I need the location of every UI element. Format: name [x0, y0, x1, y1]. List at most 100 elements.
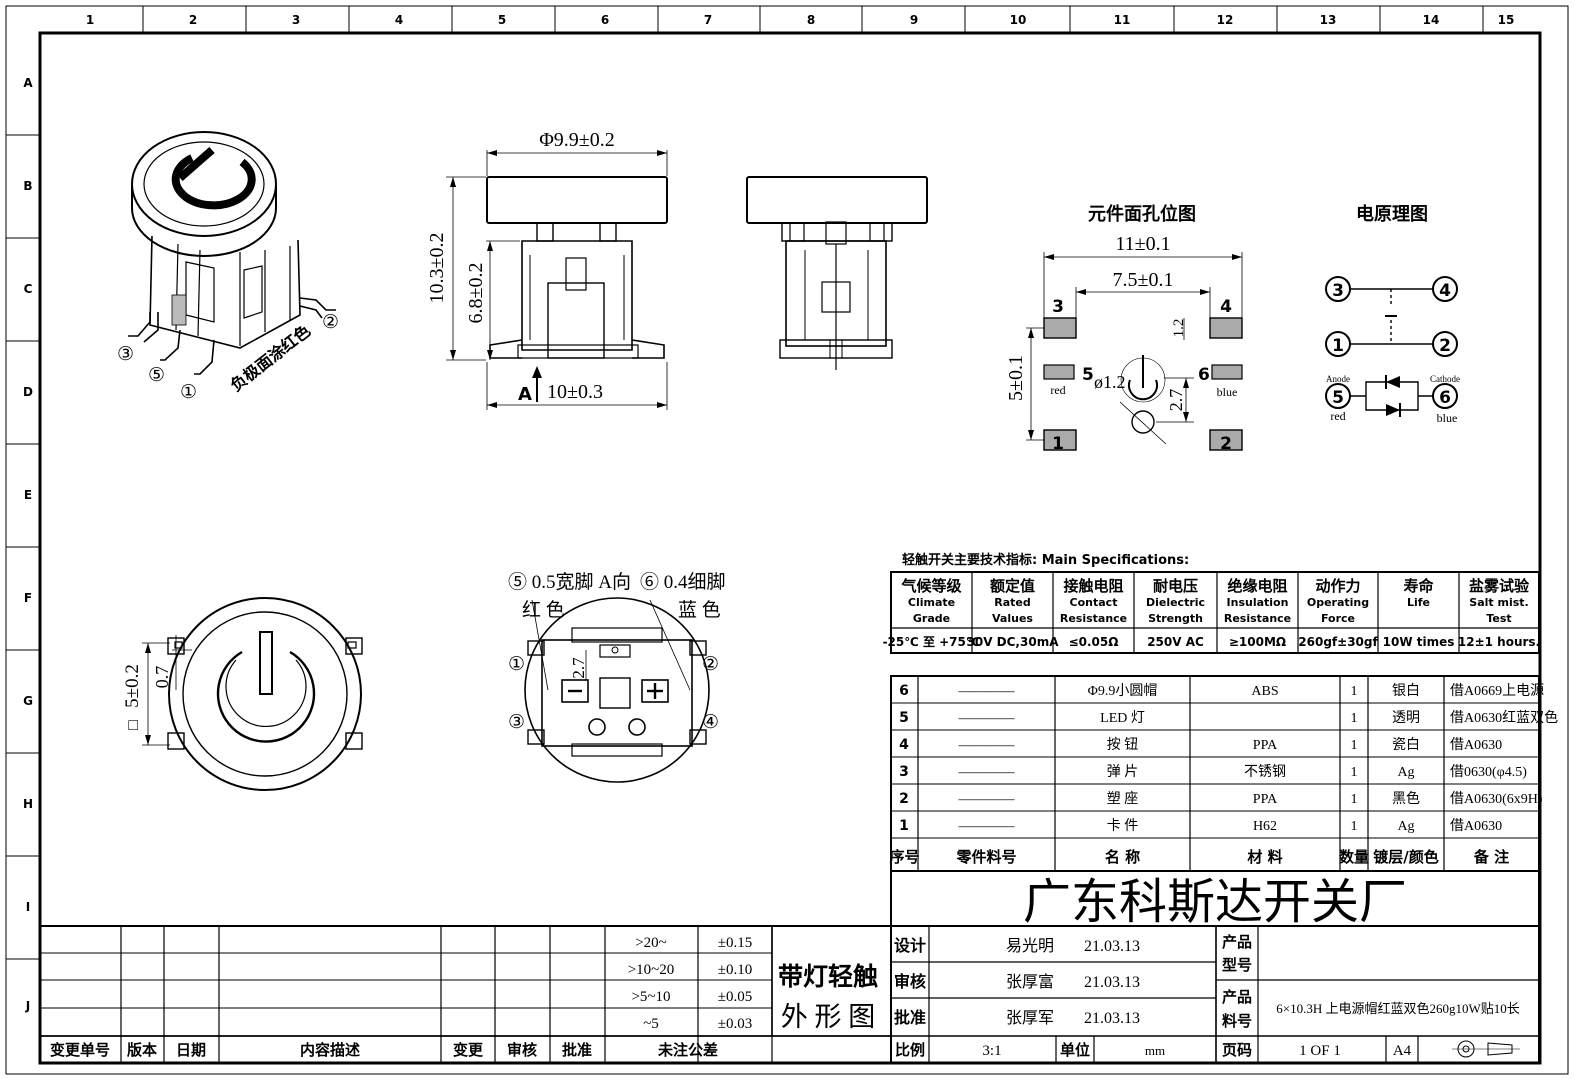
tol-value-0: ±0.15 — [718, 935, 752, 951]
dim-2-7: 2.7 — [1166, 389, 1186, 412]
grid-row-I: I — [26, 900, 30, 914]
dim-1-2: 1.2 — [1171, 319, 1187, 338]
circuit-blue: blue — [1437, 411, 1458, 425]
tolerance-heading: 未注公差 — [657, 1041, 718, 1059]
check-label: 审核 — [894, 972, 926, 991]
spec-table: 轻触开关主要技术指标: Main Specifications: 气候等级Cli… — [883, 552, 1540, 654]
dim-cap-diameter: Φ9.9±0.2 — [539, 129, 615, 151]
circuit-node-6: 6 — [1439, 388, 1451, 408]
grid-row-C: C — [24, 282, 33, 296]
grid-col-11: 11 — [1114, 13, 1131, 27]
part-header-2: 名 称 — [1105, 848, 1140, 866]
part-cell-3-3: 不锈钢 — [1244, 764, 1286, 780]
part-cell-4-5: 黑色 — [1392, 790, 1420, 807]
scale-label: 比例 — [895, 1041, 925, 1059]
page-value: 1 OF 1 — [1299, 1043, 1341, 1059]
spec-en1-7: Salt mist. — [1469, 596, 1528, 609]
spec-val-7: 12±1 hours. — [1458, 635, 1540, 649]
dim-top-5: 5±0.2 — [122, 664, 143, 708]
part-cell-2-5: 瓷白 — [1392, 737, 1420, 753]
spec-val-3: 250V AC — [1147, 635, 1204, 649]
part-header-3: 材 料 — [1247, 848, 1282, 866]
spec-en2-0: Grade — [913, 612, 950, 625]
hole-blue: blue — [1217, 385, 1238, 399]
check-name: 张厚富 — [1006, 973, 1054, 991]
dim-top-square: □ — [125, 720, 142, 730]
grid-col-6: 6 — [601, 13, 609, 27]
led-diode-icon-2 — [1386, 404, 1400, 416]
spec-cn-1: 额定值 — [990, 577, 1035, 595]
hole-pin-1: 1 — [1052, 434, 1064, 454]
circuit-red: red — [1330, 409, 1345, 423]
grid-col-5: 5 — [498, 13, 506, 27]
grid-row-F: F — [24, 591, 32, 605]
part-cell-3-4: 1 — [1351, 765, 1358, 780]
part-header-6: 备 注 — [1473, 848, 1509, 866]
led-diode-icon — [1386, 376, 1400, 388]
spec-val-0: -25℃ 至 +75℃ — [883, 635, 981, 649]
spec-cn-5: 动作力 — [1315, 577, 1360, 595]
part-cell-0-4: 1 — [1351, 684, 1358, 699]
hole-pattern-title: 元件面孔位图 — [1088, 203, 1196, 225]
grid-row-A: A — [23, 76, 33, 90]
part-cell-5-6: 借A0630 — [1450, 818, 1502, 834]
dim-diameter-1-2: ø1.2 — [1094, 372, 1126, 392]
part-cell-5-5: Ag — [1397, 819, 1414, 834]
cathode-label: Cathode — [1430, 374, 1460, 384]
bottom-view: 2.7 ⑤ 0.5宽脚 A向 ⑥ 0.4细脚 红 色 蓝 色 ① ② ③ ④ — [508, 571, 726, 783]
top-power-icon — [216, 650, 316, 743]
part-cell-4-2: 塑 座 — [1107, 791, 1139, 807]
revision-grid: 变更单号版本日期内容描述变更审核批准未注公差>20~±0.15>10~20±0.… — [40, 926, 773, 1063]
part-cell-2-0: 4 — [899, 737, 909, 753]
grid-col-14: 14 — [1423, 13, 1440, 27]
spec-cn-6: 寿命 — [1403, 577, 1434, 595]
projection-symbol-icon — [1452, 1040, 1520, 1058]
tol-range-2: >5~10 — [631, 989, 670, 1005]
rev-header-4: 变更 — [453, 1041, 484, 1059]
part-cell-5-0: 1 — [899, 818, 909, 834]
spec-cn-4: 绝缘电阻 — [1227, 577, 1287, 595]
circuit-node-3: 3 — [1332, 281, 1344, 301]
iso-pin-2: ② — [322, 312, 339, 333]
part-cell-5-4: 1 — [1351, 819, 1358, 834]
bottom-label-6: ⑥ 0.4细脚 — [640, 571, 726, 593]
part-cell-5-2: 卡 件 — [1107, 818, 1139, 834]
part-cell-3-2: 弹 片 — [1107, 764, 1139, 780]
side-view — [746, 176, 928, 370]
grid-row-B: B — [23, 179, 32, 193]
part-cell-0-5: 银白 — [1392, 683, 1420, 699]
outer-frame — [5, 5, 1569, 1075]
rev-header-2: 日期 — [176, 1041, 206, 1059]
spec-en2-2: Resistance — [1060, 612, 1127, 625]
design-name: 易光明 — [1006, 937, 1054, 955]
circuit-node-2: 2 — [1439, 336, 1451, 356]
dim-7-5: 7.5±0.1 — [1113, 269, 1174, 291]
grid-row-E: E — [24, 488, 32, 502]
circuit-title: 电原理图 — [1356, 203, 1428, 225]
part-cell-4-4: 1 — [1351, 792, 1358, 807]
view-direction-arrow-icon — [532, 366, 542, 378]
tol-value-2: ±0.05 — [718, 989, 752, 1005]
circuit-node-4: 4 — [1439, 281, 1451, 301]
grid-col-15: 15 — [1498, 13, 1515, 27]
approve-name: 张厚军 — [1006, 1009, 1054, 1027]
part-header-0: 序号 — [889, 848, 919, 866]
circuit-diagram: 电原理图 3 4 1 2 5 6 Anode Cathode red blue — [1325, 203, 1460, 425]
part-header-1: 零件料号 — [955, 848, 1016, 866]
grid-row-H: H — [23, 797, 33, 811]
grid-col-9: 9 — [910, 13, 918, 27]
dim-bottom-2-7: 2.7 — [569, 657, 588, 679]
tol-range-1: >10~20 — [628, 962, 675, 978]
part-cell-5-3: H62 — [1253, 819, 1277, 834]
rev-header-0: 变更单号 — [50, 1041, 110, 1059]
iso-pin-3: ③ — [117, 344, 134, 365]
spec-val-1: 30V DC,30mA — [967, 635, 1060, 649]
grid-col-13: 13 — [1320, 13, 1337, 27]
grid-col-3: 3 — [292, 13, 300, 27]
part-cell-3-6: 借0630(φ4.5) — [1450, 764, 1527, 780]
approve-label: 批准 — [894, 1008, 926, 1027]
tol-value-3: ±0.03 — [718, 1016, 752, 1032]
scale-value: 3:1 — [982, 1043, 1001, 1059]
grid-col-2: 2 — [189, 13, 197, 27]
